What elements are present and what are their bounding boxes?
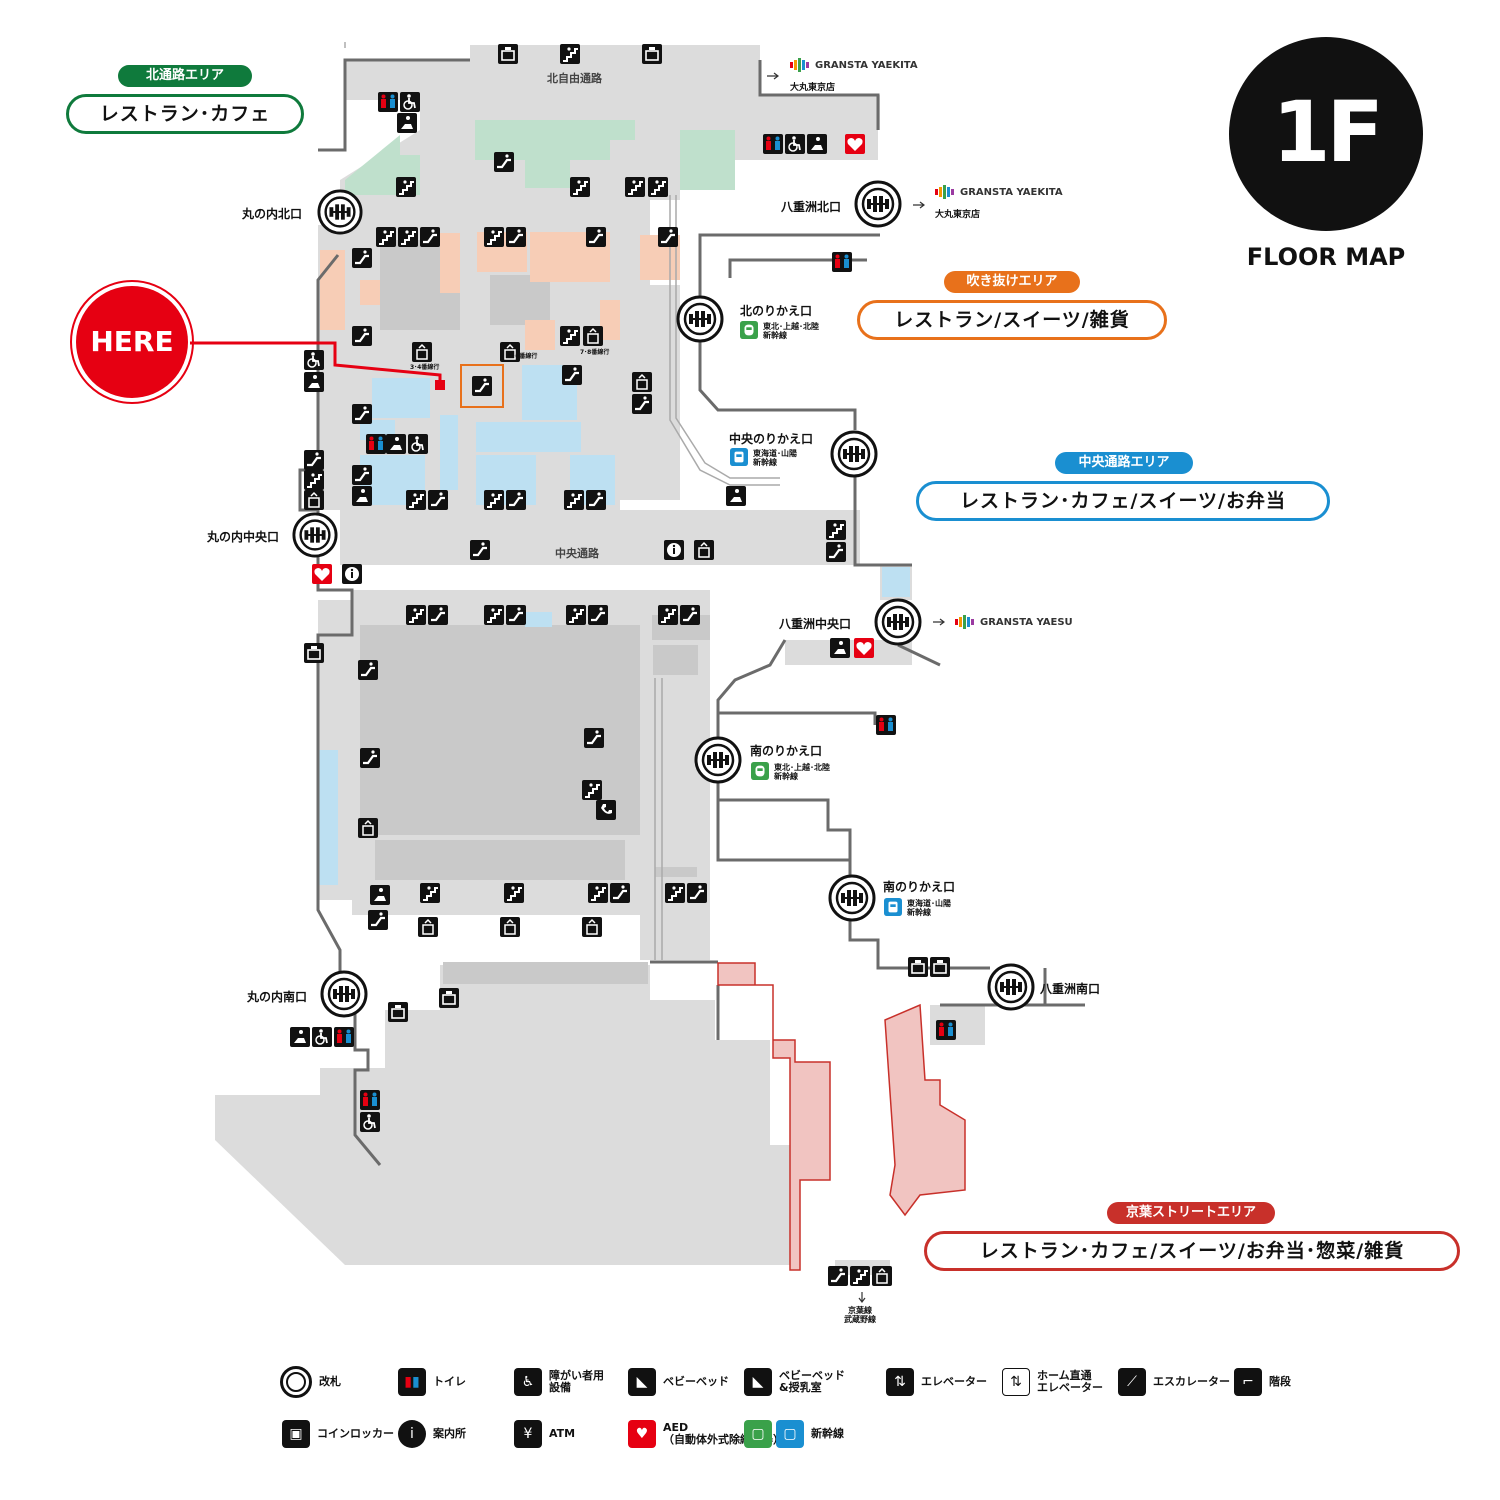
legend-nursing-room: ◣ ベビーベッド &授乳室 xyxy=(744,1368,845,1396)
ticket-gate-icon xyxy=(280,1366,312,1398)
coin-locker-icon: ▣ xyxy=(282,1420,310,1448)
gate-marunouchi-north-label: 丸の内北口 xyxy=(242,207,303,221)
granta-yaekita-1[interactable]: GRANSTA YAEKITA xyxy=(815,60,918,71)
area-central-shops[interactable]: レストラン･カフェ/スイーツ/お弁当 xyxy=(916,481,1330,521)
daimaru-2: 大丸東京店 xyxy=(935,210,981,220)
keiyo-border xyxy=(717,962,966,1271)
pedestrian-tracks xyxy=(344,42,780,960)
gate-marunouchi-central-label: 丸の内中央口 xyxy=(207,530,280,544)
gate-marunouchi-south-label: 丸の内南口 xyxy=(247,990,308,1004)
nursing-room-icon: ◣ xyxy=(744,1368,772,1396)
shinkansen-icon: ▢ xyxy=(744,1420,772,1448)
accessible-facility-icon: ♿ xyxy=(514,1368,542,1396)
legend-stairs: ⌐ 階段 xyxy=(1234,1368,1291,1396)
area-north-shops[interactable]: レストラン･カフェ xyxy=(66,94,304,134)
gate-north-transfer-label: 北のりかえ口 xyxy=(740,304,813,318)
keiyo-line: 京葉線 武蔵野線 xyxy=(844,1306,876,1324)
legend-platform-elevator: ⇅ ホーム直通 エレベーター xyxy=(1002,1368,1103,1396)
aed-icon: ♥ xyxy=(628,1420,656,1448)
legend-atm: ¥ ATM xyxy=(514,1420,575,1448)
legend-coin-locker: ▣ コインロッカー xyxy=(282,1420,394,1448)
walls xyxy=(298,58,1085,1166)
shinkansen-icon: ▢ xyxy=(776,1420,804,1448)
platform-elevator-label-3: 7･8番線行 xyxy=(580,349,610,356)
legend-toilet: ▮▮ トイレ xyxy=(398,1368,466,1396)
legend-escalator: ⟋ エスカレーター xyxy=(1118,1368,1230,1396)
elevator-icon: ⇅ xyxy=(886,1368,914,1396)
direction-arrows xyxy=(767,72,945,1303)
legend-elevator: ⇅ エレベーター xyxy=(886,1368,987,1396)
gate-yaesu-north-label: 八重洲北口 xyxy=(781,200,842,214)
area-atrium-shops[interactable]: レストラン/スイーツ/雑貨 xyxy=(857,300,1167,340)
line-label-north: 東北･上越･北陸 新幹線 xyxy=(763,322,819,340)
gate-yaesu-south-label: 八重洲南口 xyxy=(1040,982,1101,996)
granta-logos xyxy=(790,58,974,629)
legend-ticket-gate: 改札 xyxy=(280,1366,341,1398)
atm-icon: ¥ xyxy=(514,1420,542,1448)
keiyo-area-shops xyxy=(718,963,965,1270)
area-atrium-name: 吹き抜けエリア xyxy=(944,271,1080,293)
area-keiyo-shops[interactable]: レストラン･カフェ/スイーツ/お弁当･惣菜/雑貨 xyxy=(924,1231,1460,1271)
area-central-name: 中央通路エリア xyxy=(1055,452,1193,474)
platform-elevator-label-2: 5･6番線行 xyxy=(508,353,538,360)
here-label: HERE xyxy=(90,325,174,358)
daimaru-1: 大丸東京店 xyxy=(790,83,836,93)
gate-south-transfer-2-label: 南のりかえ口 xyxy=(883,880,956,894)
legend-information: i 案内所 xyxy=(398,1420,466,1448)
north-free-passage-label: 北自由通路 xyxy=(547,72,602,85)
area-keiyo-name: 京葉ストリートエリア xyxy=(1107,1202,1275,1224)
central-area-shops xyxy=(318,365,910,885)
gate-south-transfer-1-label: 南のりかえ口 xyxy=(750,744,823,758)
gate-yaesu-central-label: 八重洲中央口 xyxy=(779,617,852,631)
central-passage-label: 中央通路 xyxy=(555,547,599,560)
gate-central-transfer-label: 中央のりかえ口 xyxy=(729,432,814,446)
escalator-icon: ⟋ xyxy=(1118,1368,1146,1396)
toilet-icon: ▮▮ xyxy=(398,1368,426,1396)
baby-bed-icon: ◣ xyxy=(628,1368,656,1396)
legend-baby-bed: ◣ ベビーベッド xyxy=(628,1368,729,1396)
stairs-icon: ⌐ xyxy=(1234,1368,1262,1396)
information-icon: i xyxy=(398,1420,426,1448)
granta-yaesu[interactable]: GRANSTA YAESU xyxy=(980,617,1073,628)
line-label-south-1: 東北･上越･北陸 新幹線 xyxy=(774,763,830,781)
line-label-central: 東海道･山陽 新幹線 xyxy=(753,449,797,467)
granta-yaekita-2[interactable]: GRANSTA YAEKITA xyxy=(960,187,1063,198)
legend-accessible: ♿ 障がい者用 設備 xyxy=(514,1368,604,1396)
floor-map-title: FLOOR MAP xyxy=(1246,243,1406,271)
here-marker xyxy=(70,280,504,408)
floor-number: 1F xyxy=(1272,83,1384,181)
legend-shinkansen: ▢ ▢ 新幹線 xyxy=(744,1420,844,1448)
platform-elevator-label-1: 3･4番線行 xyxy=(410,364,440,371)
line-label-south-2: 東海道･山陽 新幹線 xyxy=(907,899,951,917)
floor-badge xyxy=(1229,37,1423,231)
platform-elevator-icon: ⇅ xyxy=(1002,1368,1030,1396)
area-north-name: 北通路エリア xyxy=(118,65,252,87)
